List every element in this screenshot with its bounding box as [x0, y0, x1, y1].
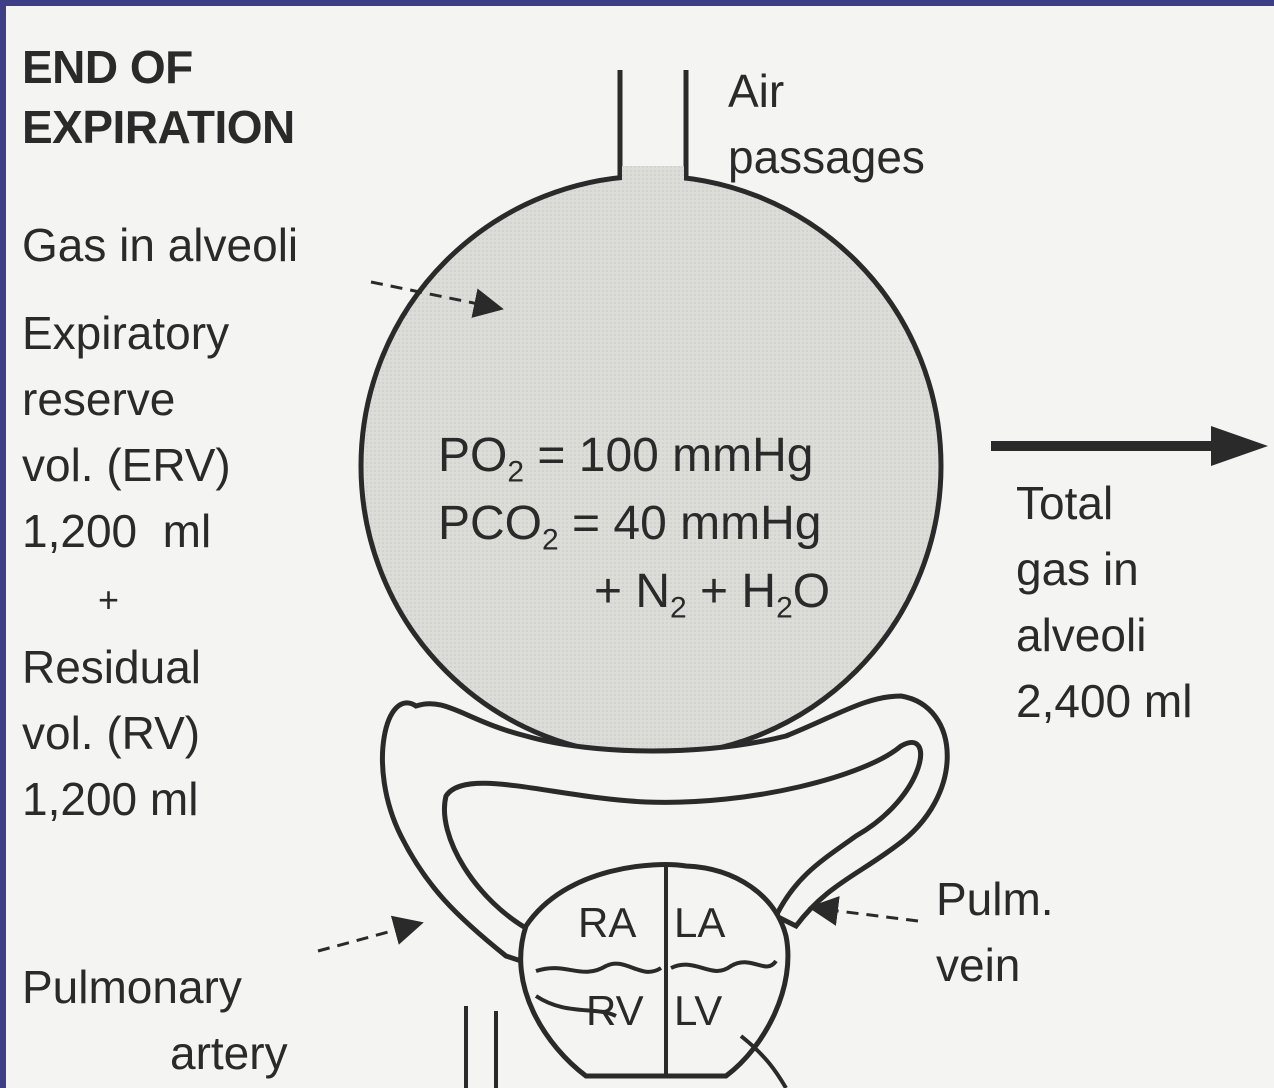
pco2-equation: PCO2 = 40 mmHg [438, 500, 821, 556]
pulmonary-artery-line-2: artery [170, 1030, 288, 1076]
pulm-vein-leader-line [814, 908, 918, 921]
total-value: 2,400 ml [1016, 678, 1192, 724]
pulmonary-artery-line-1: Pulmonary [22, 964, 242, 1010]
po2-subscript: 2 [507, 456, 524, 489]
pulm-vein-line-2: vein [936, 942, 1020, 988]
rv-line-1: Residual [22, 644, 201, 690]
h2o-prefix: + H [687, 565, 776, 618]
la-label: LA [674, 902, 725, 944]
gas-in-alveoli-label: Gas in alveoli [22, 222, 298, 268]
rv-value: 1,200 ml [22, 776, 198, 822]
title-line-2: EXPIRATION [22, 104, 295, 150]
total-line-1: Total [1016, 480, 1113, 526]
air-passages-line-1: Air [728, 68, 784, 114]
h2o-suffix: O [793, 565, 830, 618]
h2o-subscript: 2 [776, 592, 793, 625]
pulm-vein-line-1: Pulm. [936, 876, 1054, 922]
rv-chamber-label: RV [586, 990, 644, 1032]
other-gases: + N2 + H2O [594, 568, 830, 624]
lv-chamber-label: LV [674, 990, 722, 1032]
air-passages-line-2: passages [728, 134, 925, 180]
erv-value: 1,200 ml [22, 508, 211, 554]
heart [466, 864, 788, 1088]
ra-label: RA [578, 902, 636, 944]
n2-prefix: + N [594, 565, 670, 618]
expiration-arrow [991, 426, 1268, 466]
erv-line-3: vol. (ERV) [22, 442, 231, 488]
rv-line-2: vol. (RV) [22, 710, 200, 756]
po2-value: = 100 mmHg [524, 429, 813, 482]
pulmonary-artery-leader-line [318, 924, 418, 951]
figure-frame: END OF EXPIRATION Air passages Gas in al… [6, 6, 1274, 1088]
erv-line-1: Expiratory [22, 310, 229, 356]
title-line-1: END OF [22, 44, 193, 90]
plus-sign: + [98, 582, 119, 618]
total-line-2: gas in [1016, 546, 1139, 592]
erv-line-2: reserve [22, 376, 175, 422]
total-line-3: alveoli [1016, 612, 1146, 658]
pco2-subscript: 2 [542, 524, 559, 557]
po2-equation: PO2 = 100 mmHg [438, 432, 814, 488]
n2-subscript: 2 [670, 592, 687, 625]
po2-prefix: PO [438, 429, 507, 482]
pco2-prefix: PCO [438, 497, 542, 550]
pco2-value: = 40 mmHg [559, 497, 822, 550]
